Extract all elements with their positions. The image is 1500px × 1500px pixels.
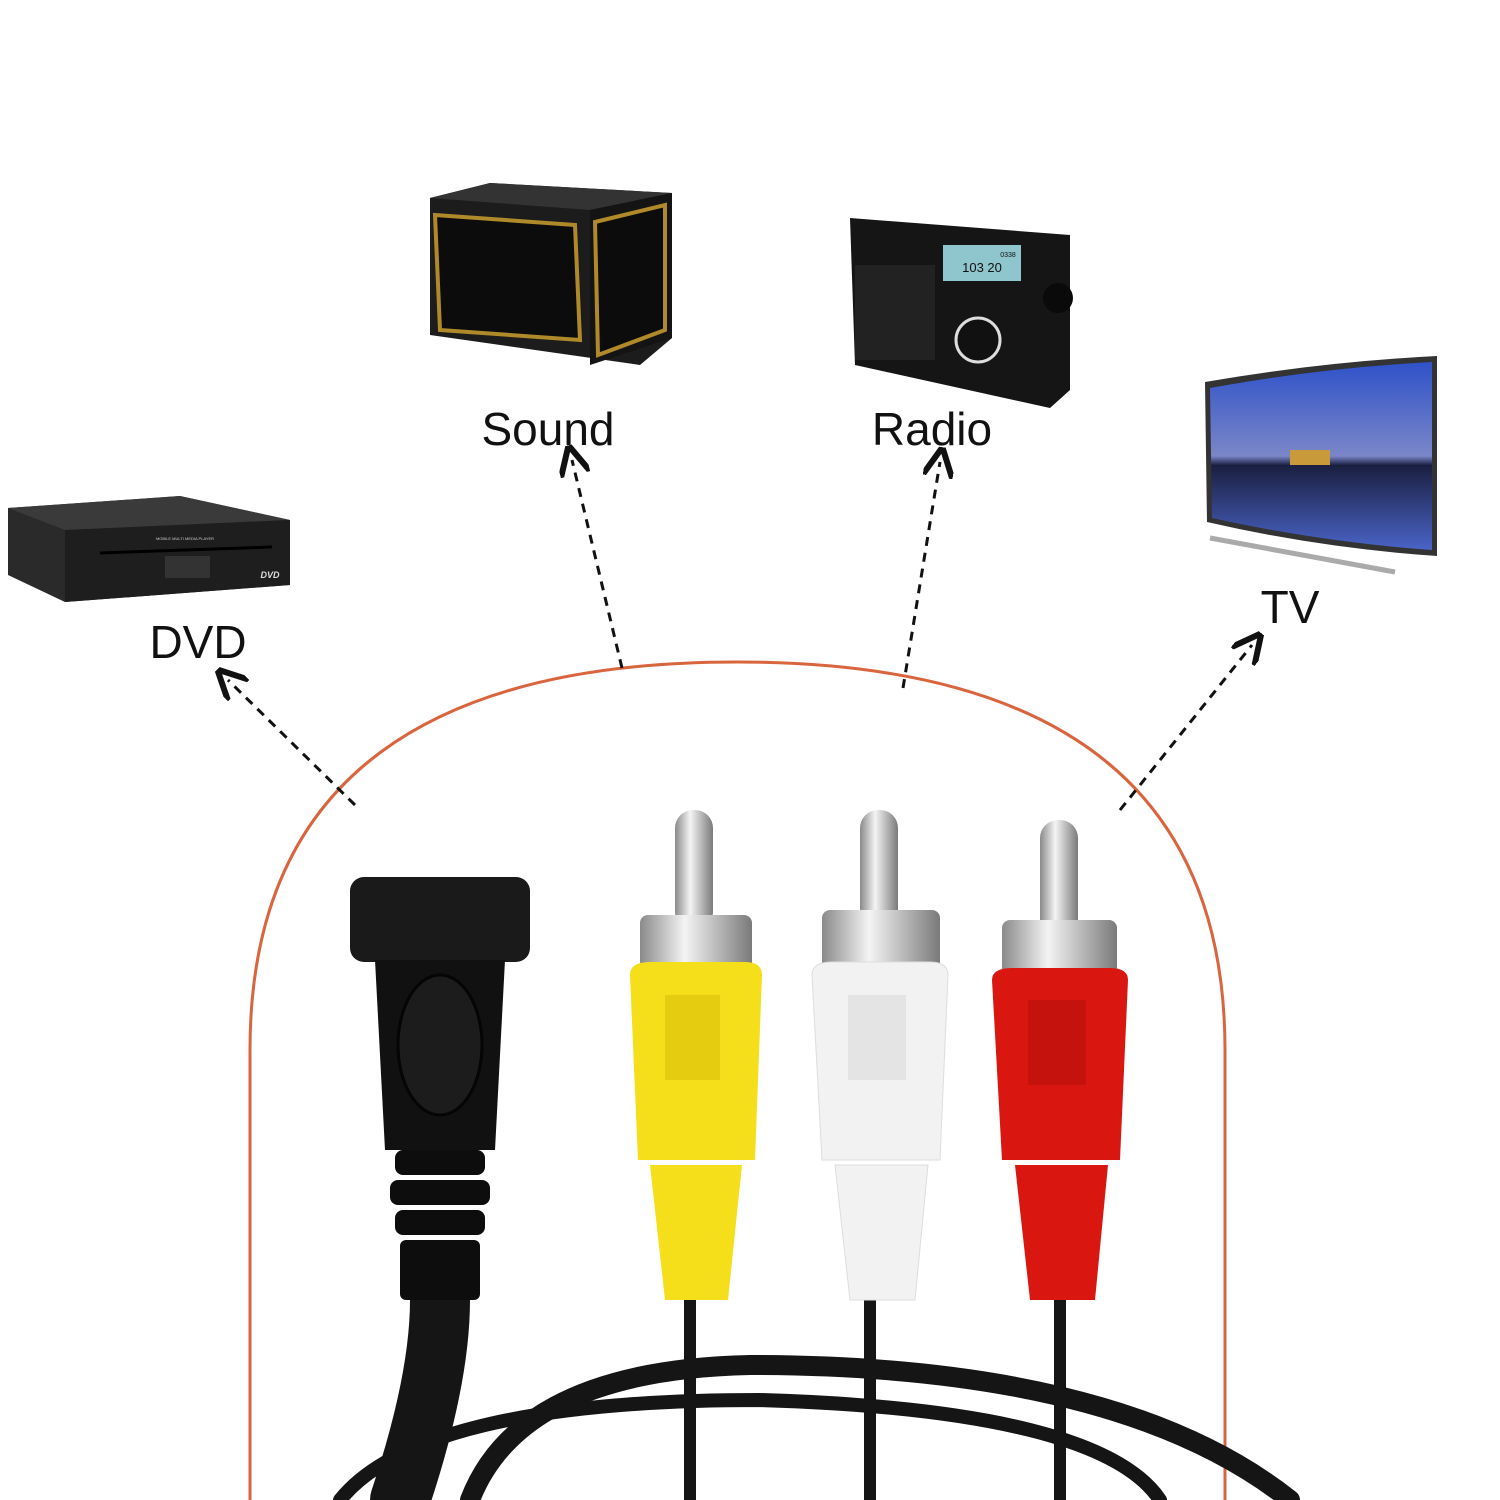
label-tv: TV (1260, 581, 1320, 633)
rca-plug-white (811, 810, 949, 1301)
arch-outline (248, 660, 1227, 1500)
rca-plug-red (992, 820, 1128, 1300)
radio-frequency: 103 20 (962, 260, 1002, 275)
arrow-to-sound (572, 460, 624, 669)
arrow-to-dvd (228, 680, 357, 807)
rca-plug-yellow (630, 810, 762, 1300)
speaker-icon (430, 183, 672, 365)
label-dvd: DVD (149, 616, 247, 668)
dvd-logo: DVD (260, 570, 280, 580)
radio-icon: 103 20 0338 (850, 218, 1073, 408)
tv-icon (1205, 356, 1437, 575)
arrow-to-tv (1118, 645, 1252, 811)
dvd-player-icon: MOBILE MULTI MEDIA PLAYER DVD (8, 496, 290, 602)
dvd-front-text: MOBILE MULTI MEDIA PLAYER (156, 536, 214, 541)
label-radio: Radio (871, 403, 993, 455)
label-sound: Sound (481, 403, 615, 455)
arrows (228, 460, 1252, 811)
hdmi-female-connector-icon (350, 877, 530, 1300)
arrow-to-radio (901, 462, 940, 689)
cables (333, 1270, 1300, 1500)
radio-time: 0338 (1000, 252, 1016, 259)
